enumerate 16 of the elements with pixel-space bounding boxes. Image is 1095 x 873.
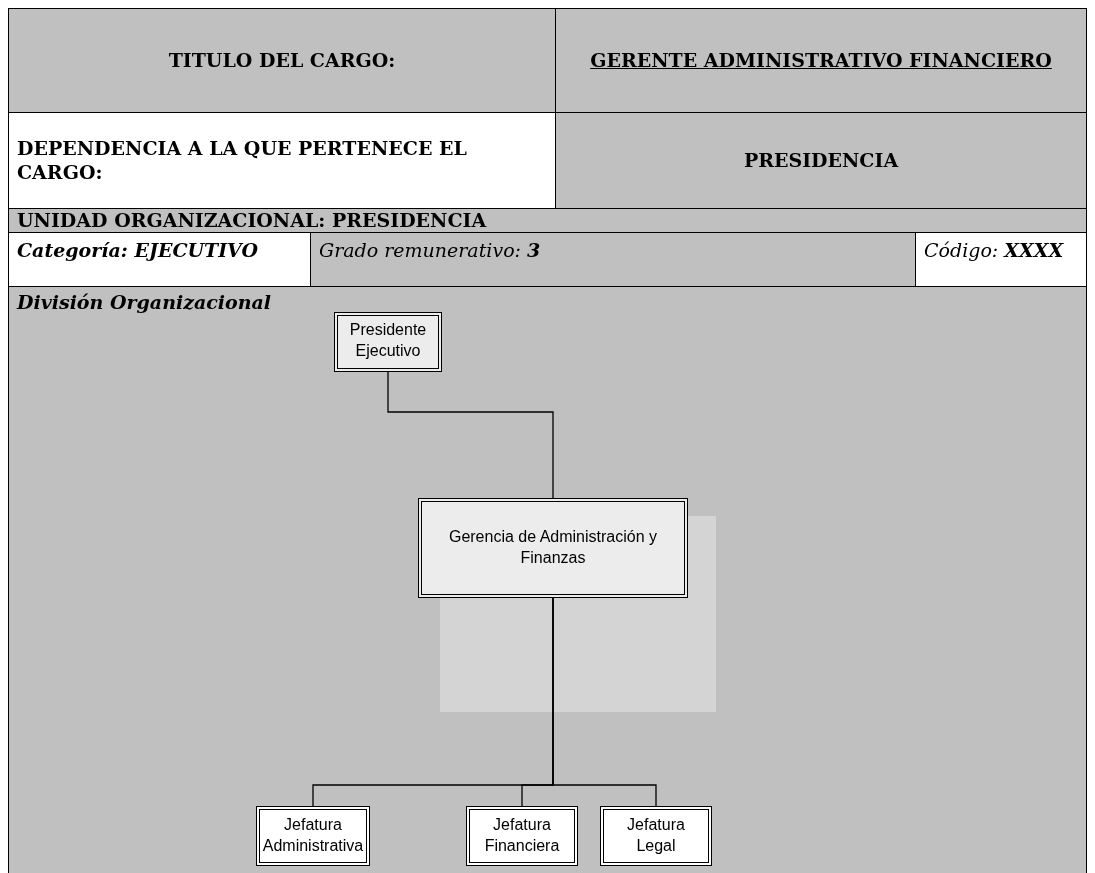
cell-text: TITULO DEL CARGO: (167, 48, 397, 73)
org-chart-box: Gerencia de Administración y Finanzas (418, 498, 688, 598)
cell-text: Categoría: EJECUTIVO (17, 238, 260, 263)
org-chart-box: Presidente Ejecutivo (334, 312, 442, 372)
cell-text: GERENTE ADMINISTRATIVO FINANCIERO (589, 48, 1053, 73)
connector-line (552, 597, 657, 807)
org-chart-box: Jefatura Legal (600, 806, 712, 866)
cell-text: UNIDAD ORGANIZACIONAL: PRESIDENCIA (17, 209, 488, 233)
org-chart-box: Jefatura Administrativa (256, 806, 370, 866)
cell-text: Grado remunerativo: 3 (319, 238, 542, 263)
cell-text: DEPENDENCIA A LA QUE PERTENECE EL CARGO: (17, 136, 468, 185)
cell-text: PRESIDENCIA (742, 148, 900, 173)
cell-text: Código: XXXX (924, 238, 1065, 263)
connector-line (387, 371, 554, 499)
cell-text: División Organizacional (17, 291, 273, 315)
org-chart-box: Jefatura Financiera (466, 806, 578, 866)
